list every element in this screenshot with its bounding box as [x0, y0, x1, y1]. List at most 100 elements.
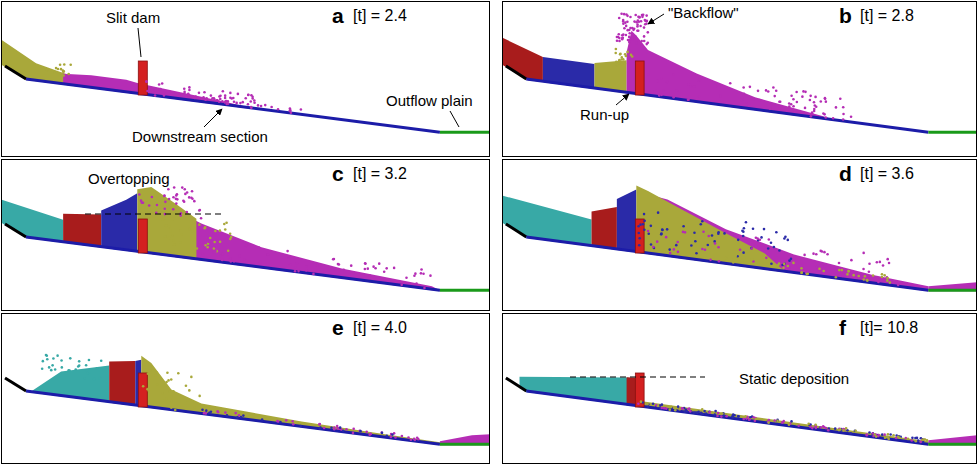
particle [725, 415, 728, 418]
particle [743, 227, 746, 230]
particle [779, 100, 782, 103]
particle [224, 94, 227, 97]
particle [142, 385, 145, 388]
particle [330, 426, 333, 429]
particle [705, 412, 708, 415]
particle [737, 415, 740, 418]
particle [167, 379, 170, 382]
particle [61, 366, 64, 369]
particle [244, 97, 247, 100]
particle [138, 193, 141, 196]
particle [63, 63, 66, 66]
particle [741, 230, 744, 233]
particle [198, 395, 201, 398]
particle [270, 106, 273, 109]
downstream-channel [26, 391, 440, 444]
particle [170, 378, 173, 381]
particle [401, 435, 404, 438]
particle [251, 97, 254, 100]
particle [866, 434, 869, 437]
particle [923, 438, 926, 441]
particle [802, 90, 805, 93]
particle [777, 264, 780, 267]
particle [645, 23, 648, 26]
particle [643, 26, 646, 29]
particle [723, 232, 726, 235]
particle [718, 260, 721, 263]
upstream-channel [506, 224, 526, 237]
particle [616, 39, 619, 42]
particle [68, 369, 71, 372]
particle [154, 94, 157, 97]
particle [156, 383, 159, 386]
particle [794, 109, 797, 112]
particle [333, 258, 336, 261]
debris-mass [109, 361, 135, 406]
particle [767, 247, 770, 250]
particle [45, 354, 48, 357]
particle [152, 90, 155, 93]
particle [168, 226, 171, 229]
particle [318, 427, 321, 430]
particle [752, 227, 755, 230]
particle [695, 252, 698, 255]
particle [200, 217, 203, 220]
particle [637, 29, 640, 32]
particle [339, 426, 342, 429]
particle [690, 244, 693, 247]
particle [792, 105, 795, 108]
particle [259, 261, 262, 264]
particle [622, 20, 625, 23]
particle [146, 90, 149, 93]
debris-mass [137, 187, 196, 260]
particle [615, 60, 618, 63]
particle [62, 74, 65, 77]
particle [745, 101, 748, 104]
outflow-plain [440, 289, 490, 292]
particle [888, 262, 891, 265]
particle [687, 98, 690, 101]
particle [203, 91, 206, 94]
particle [790, 420, 793, 423]
particle [841, 269, 844, 272]
particle [159, 88, 162, 91]
particle [289, 263, 292, 266]
slit-dam [635, 373, 644, 407]
time-label: [t] = 3.6 [860, 165, 914, 183]
particle [763, 262, 766, 265]
particle [50, 369, 53, 372]
particle [156, 371, 159, 374]
particle [672, 73, 675, 76]
particle [213, 251, 216, 254]
particle [289, 109, 292, 112]
particle [643, 220, 646, 223]
particle [163, 195, 166, 198]
particle [154, 374, 157, 377]
particle [630, 54, 633, 57]
particle [647, 230, 650, 233]
particle [739, 248, 742, 251]
particle [911, 437, 914, 440]
particle [417, 438, 420, 441]
particle [701, 248, 704, 251]
particle [665, 236, 668, 239]
particle [635, 42, 638, 45]
particle [67, 73, 70, 76]
particle [621, 37, 624, 40]
particle [173, 186, 176, 189]
particle [216, 99, 219, 102]
particle [57, 68, 60, 71]
particle [708, 411, 711, 414]
particle [230, 97, 233, 100]
particle [253, 99, 256, 102]
particle [763, 228, 766, 231]
particle [176, 198, 179, 201]
particle [183, 188, 186, 191]
particle [759, 238, 762, 241]
particle [178, 94, 181, 97]
particle [206, 246, 209, 249]
particle [674, 409, 677, 412]
particle [824, 97, 827, 100]
particle [624, 53, 627, 56]
